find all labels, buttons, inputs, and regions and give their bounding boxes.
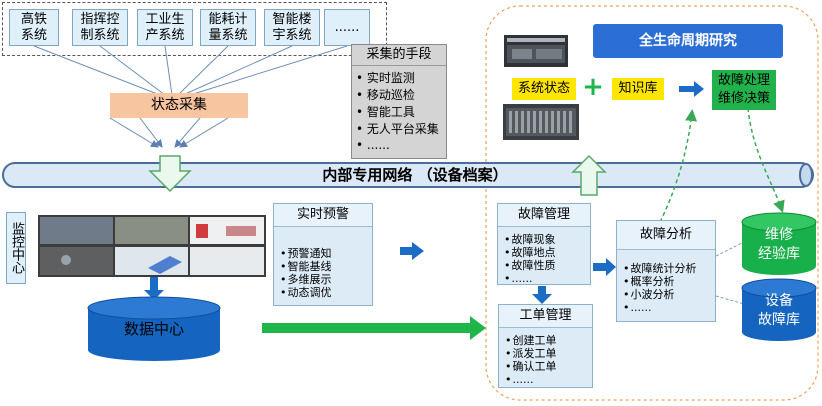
- data-center-label: 数据中心: [123, 320, 184, 338]
- maintenance-decision-box: 故障处理 维修决策: [712, 70, 776, 110]
- fault-analysis-panel: 故障分析 故障统计分析 概率分析 小波分析 ......: [616, 220, 716, 322]
- lifecycle-research-box: 全生命周期研究: [593, 24, 783, 58]
- method-item: • 实时监测: [356, 71, 415, 85]
- collect-down-arrow: [148, 155, 192, 193]
- knowledge-base-label: 知识库: [612, 78, 664, 100]
- work-order-item: 确认工单: [505, 360, 592, 373]
- fault-item: 故障性质: [504, 259, 590, 272]
- convergence-lines: [33, 45, 348, 148]
- equip-db-label: 设备 故障库: [758, 293, 800, 328]
- repair-db-label: 维修 经验库: [758, 227, 800, 262]
- mixer-device-image: [503, 104, 579, 140]
- method-item: • ......: [356, 138, 390, 152]
- analysis-repair-db-line: [715, 241, 745, 257]
- network-label: 内部专用网络 （设备档案）: [322, 166, 508, 184]
- system-box-command-control: 指挥控 制系统: [72, 9, 128, 46]
- system-box-smart-building: 智能楼 宇系统: [264, 9, 320, 46]
- alert-item: 动态调优: [280, 286, 372, 299]
- work-order-item: 创建工单: [505, 334, 592, 347]
- monitor-screen-wall: [38, 215, 266, 277]
- realtime-alert-title: 实时预警: [274, 204, 372, 227]
- work-order-title: 工单管理: [499, 305, 592, 328]
- system-box-energy-metering: 能耗计 量系统: [200, 9, 256, 46]
- server-device-image: [504, 35, 568, 67]
- fault-analysis-title: 故障分析: [617, 221, 715, 250]
- fault-to-analysis-arrow: [593, 258, 616, 276]
- monitor-center-label: 监控中心: [6, 212, 26, 284]
- method-item: • 无人平台采集: [356, 122, 439, 136]
- plus-sign: +: [582, 72, 604, 102]
- fault-item: 故障地点: [504, 246, 590, 259]
- system-box-more: ......: [324, 9, 370, 46]
- work-order-item: 派发工单: [505, 347, 592, 360]
- analysis-item: ......: [623, 301, 715, 314]
- work-order-panel: 工单管理 创建工单 派发工单 确认工单 ......: [498, 304, 593, 388]
- analysis-to-decision-curve: [659, 109, 698, 223]
- fault-management-title: 故障管理: [498, 204, 590, 227]
- systems-frame: [2, 2, 387, 56]
- alert-item: 智能基线: [280, 260, 372, 273]
- fault-management-panel: 故障管理 故障现象 故障地点 故障性质 ......: [497, 203, 591, 285]
- fault-to-workorder-arrow: [532, 286, 552, 304]
- decision-to-repair-curve: [747, 107, 785, 213]
- collection-methods-box: 采集的手段 • 实时监测 • 移动巡检 • 智能工具 • 无人平台采集 • ..…: [351, 44, 447, 159]
- equip-db-cylinder: [741, 278, 817, 341]
- realtime-alert-panel: 实时预警 预警通知 智能基线 多维展示 动态调优: [273, 203, 373, 306]
- analysis-equip-db-line: [715, 295, 745, 305]
- system-box-high-speed-rail: 高铁 系统: [9, 9, 59, 46]
- monitor-to-data-arrow: [144, 277, 164, 300]
- analysis-item: 故障统计分析: [623, 262, 715, 275]
- data-to-workorder-arrow: [262, 316, 486, 340]
- system-box-industrial-production: 工业生 产系统: [137, 9, 193, 46]
- collection-methods-title: 采集的手段: [352, 45, 446, 66]
- analysis-item: 概率分析: [623, 275, 715, 288]
- fault-item: ......: [504, 272, 590, 285]
- method-item: • 智能工具: [356, 105, 415, 119]
- data-center-cylinder: [87, 296, 221, 361]
- lifecycle-region-border: [485, 5, 819, 401]
- system-status-label: 系统状态: [512, 78, 576, 100]
- network-up-arrow: [571, 154, 607, 196]
- method-item: • 移动巡检: [356, 88, 415, 102]
- knowledge-to-decision-arrow: [679, 81, 704, 97]
- analysis-item: 小波分析: [623, 288, 715, 301]
- repair-db-cylinder: [741, 212, 817, 275]
- work-order-item: ......: [505, 373, 592, 386]
- network-pipe-end: [799, 163, 813, 187]
- fault-item: 故障现象: [504, 233, 590, 246]
- alert-item: 预警通知: [280, 247, 372, 260]
- state-collection-label: 状态采集: [110, 93, 248, 118]
- alert-to-fault-arrow: [400, 242, 424, 260]
- alert-item: 多维展示: [280, 273, 372, 286]
